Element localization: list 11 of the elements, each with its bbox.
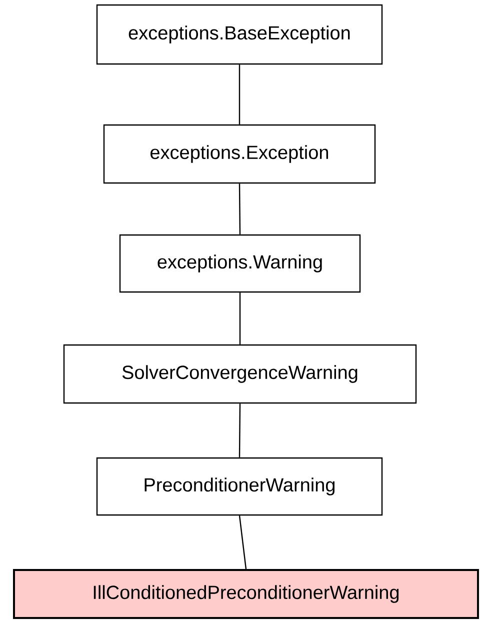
class-box: exceptions.BaseException — [96, 4, 383, 65]
class-box: SolverConvergenceWarning — [63, 344, 417, 404]
connector-line — [238, 404, 241, 458]
connector-line — [238, 184, 241, 234]
connector-line — [239, 292, 241, 344]
class-box: IllConditionedPreconditionerWarning — [13, 569, 479, 619]
connector-line — [238, 64, 240, 124]
class-box: PreconditionerWarning — [96, 457, 383, 516]
class-box: exceptions.Exception — [103, 124, 376, 184]
class-box: exceptions.Warning — [119, 234, 361, 293]
connector-line — [238, 516, 247, 570]
